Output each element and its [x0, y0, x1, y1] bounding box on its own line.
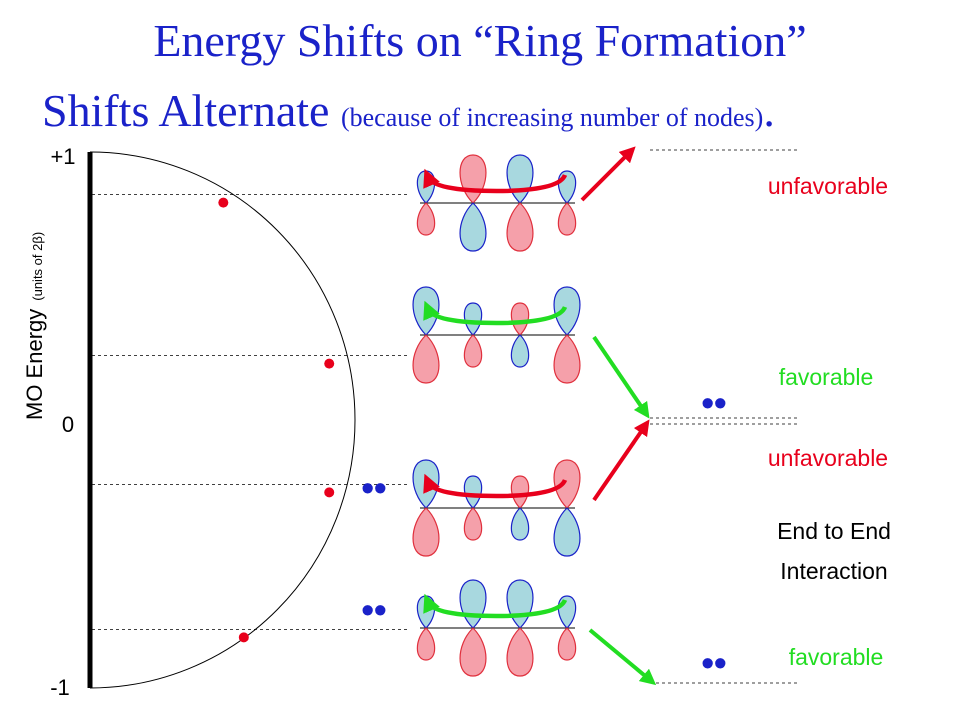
tick-label-top: +1 [50, 144, 75, 169]
electron-pair-lowest: •• [361, 589, 386, 630]
p-orbital-top-lobe [416, 170, 436, 204]
shift-arrow-down-1 [592, 335, 650, 419]
p-orbital-top-lobe [553, 459, 581, 509]
label-end-to-end-2: Interaction [780, 558, 887, 584]
orbital-row-1 [416, 154, 577, 252]
p-orbital-bottom-lobe [459, 202, 487, 252]
level-lines-left [92, 194, 408, 630]
p-orbital-bottom-lobe [506, 627, 534, 677]
p-orbital-bottom-lobe [510, 334, 530, 368]
tick-label-zero: 0 [62, 412, 74, 437]
p-orbital-top-lobe [553, 286, 581, 336]
orbital-row-4 [416, 579, 577, 677]
orbital-row-2 [412, 286, 581, 384]
p-orbital-top-lobe [506, 154, 534, 204]
title-line-2: Shifts Alternate (because of increasing … [42, 84, 775, 137]
ring-pair-upper: •• [701, 382, 726, 423]
label-unfavorable-2: unfavorable [768, 445, 888, 471]
end-to-end-arrow-3 [423, 473, 568, 499]
p-orbital-bottom-lobe [416, 627, 436, 661]
p-orbital-top-lobe [510, 302, 530, 336]
p-orbital-top-lobe [459, 154, 487, 204]
p-orbital-top-lobe [463, 302, 483, 336]
orbital-dot-3 [324, 487, 335, 498]
p-orbital-top-lobe [416, 595, 436, 629]
p-orbital-bottom-lobe [463, 507, 483, 541]
p-orbital-top-lobe [506, 579, 534, 629]
p-orbital-top-lobe [463, 475, 483, 509]
p-orbital-bottom-lobe [412, 507, 440, 557]
axis-label: MO Energy (units of 2β) [22, 232, 47, 420]
orbital-rows [412, 154, 581, 677]
label-end-to-end-1: End to End [777, 518, 891, 544]
p-orbital-bottom-lobe [553, 334, 581, 384]
p-orbital-bottom-lobe [459, 627, 487, 677]
shift-arrow-up-1 [580, 146, 636, 202]
title-period: . [763, 85, 775, 136]
electron-pair-homo: •• [361, 467, 386, 508]
p-orbital-top-lobe [510, 475, 530, 509]
label-unfavorable-1: unfavorable [768, 173, 888, 199]
orbital-dot-4 [238, 632, 249, 643]
end-to-end-arrow-1 [423, 168, 568, 194]
axis-label-text: MO Energy [22, 309, 47, 420]
p-orbital-bottom-lobe [412, 334, 440, 384]
title-note: (because of increasing number of nodes) [340, 103, 764, 132]
tick-label-bottom: -1 [50, 675, 70, 700]
p-orbital-bottom-lobe [506, 202, 534, 252]
end-to-end-arrow-2 [423, 300, 568, 326]
ring-pair-lower: •• [701, 642, 726, 683]
label-favorable-2: favorable [789, 644, 884, 670]
p-orbital-bottom-lobe [510, 507, 530, 541]
p-orbital-bottom-lobe [557, 202, 577, 236]
label-favorable-1: favorable [779, 364, 874, 390]
energy-semicircle [89, 151, 356, 689]
p-orbital-bottom-lobe [463, 334, 483, 368]
shift-arrow-down-2 [588, 628, 657, 686]
orbital-dot-2 [324, 358, 335, 369]
p-orbital-top-lobe [459, 579, 487, 629]
p-orbital-bottom-lobe [553, 507, 581, 557]
p-orbital-top-lobe [412, 286, 440, 336]
end-to-end-arrow-4 [423, 593, 568, 619]
p-orbital-bottom-lobe [557, 627, 577, 661]
level-lines-right [650, 149, 800, 684]
axis-unit: (units of 2β) [30, 232, 45, 301]
shift-arrow-up-2 [592, 419, 650, 502]
title-line-1: Energy Shifts on “Ring Formation” [153, 15, 807, 66]
p-orbital-bottom-lobe [416, 202, 436, 236]
p-orbital-top-lobe [412, 459, 440, 509]
title-main: Shifts Alternate [42, 85, 330, 136]
orbital-dots [218, 197, 335, 643]
orbital-dot-1 [218, 197, 229, 208]
orbital-row-3 [412, 459, 581, 557]
